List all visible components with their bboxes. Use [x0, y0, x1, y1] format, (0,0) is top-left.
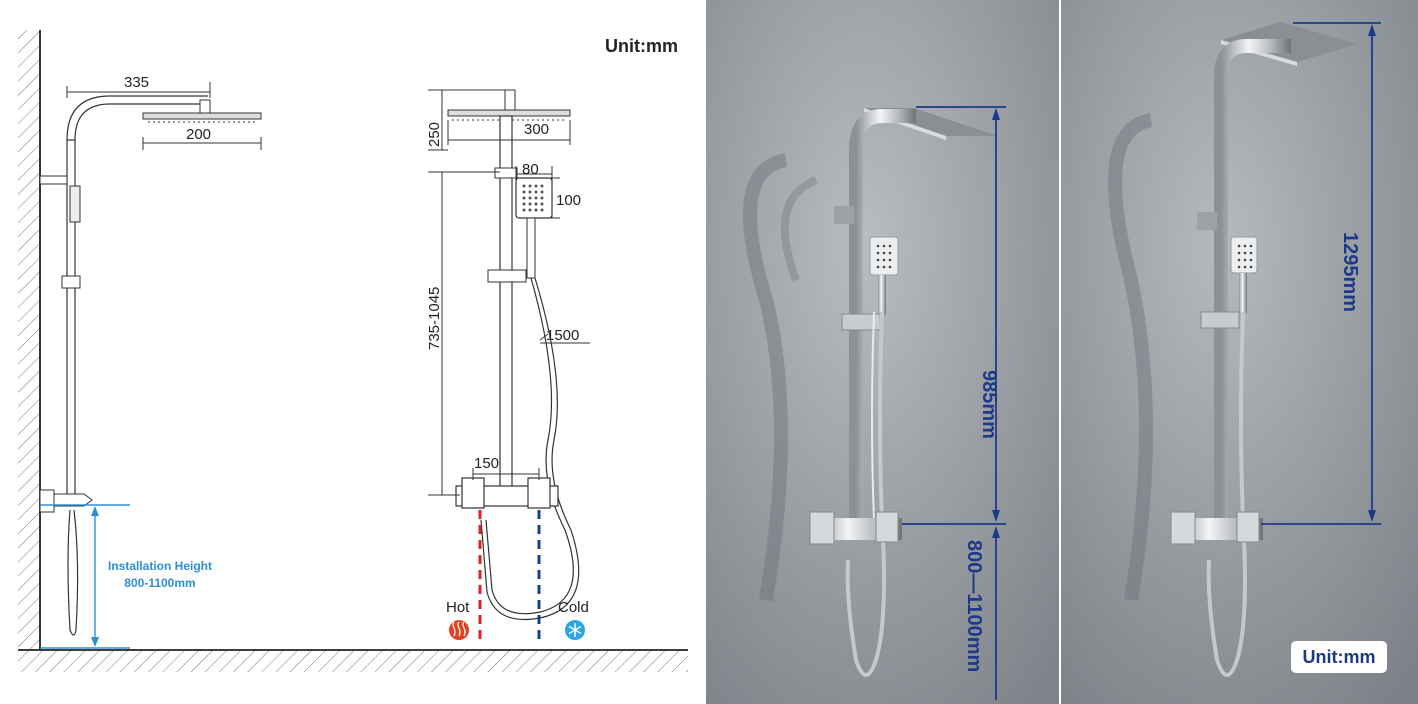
dim-head-width: 200 [186, 126, 211, 143]
photo-left-hand-shower [869, 236, 899, 315]
photo-left-height-label: 985mm [978, 370, 1000, 439]
front-view-shower [447, 89, 580, 621]
unit-label: Unit:mm [605, 36, 678, 56]
dim-slide-range: 735-1045 [426, 287, 443, 350]
photo-right-canvas: 1295mm [1061, 0, 1418, 704]
cold-icon [565, 620, 585, 640]
photo-right-arrowheads [1368, 24, 1376, 522]
photo-right-dimension-lines [1261, 22, 1381, 525]
cold-label: Cold [558, 599, 589, 616]
dim-arm-length: 335 [124, 74, 149, 91]
photo-left-arrowheads [992, 108, 1000, 538]
installation-height-note: Installation Height 800-1100mm [100, 558, 220, 592]
dim-hand-shower-height: 100 [556, 192, 581, 209]
photo-left-valve [809, 511, 902, 545]
hot-label: Hot [446, 599, 470, 616]
dim-head-size: 300 [524, 121, 549, 138]
installation-height-label: Installation Height [107, 559, 212, 573]
side-view-shower [39, 95, 262, 636]
technical-drawing: 335 200 [0, 0, 704, 704]
wall [18, 30, 41, 650]
front-view-dimensions [428, 89, 590, 496]
photo-right-valve [1170, 511, 1263, 545]
dim-hand-shower-width: 80 [522, 161, 539, 178]
photo-right-hand-shower [1230, 236, 1258, 313]
photo-unit-badge: Unit:mm [1291, 641, 1387, 673]
product-photo-right: 1295mm [1061, 0, 1418, 704]
photo-left-dimension-lines [902, 106, 1006, 700]
hot-icon [449, 620, 469, 640]
floor [18, 649, 688, 672]
photo-left-canvas: 985mm 800—1100mm [706, 0, 1059, 704]
side-view-dimensions [66, 82, 262, 150]
dim-hose-length: 1500 [546, 327, 579, 344]
supply-lines [478, 510, 541, 640]
dim-valve-center: 150 [474, 455, 499, 472]
photo-left-install-label: 800—1100mm [963, 540, 985, 672]
installation-height-arrow [40, 504, 130, 649]
photo-right-height-label: 1295mm [1339, 232, 1361, 312]
dim-head-height: 250 [426, 122, 443, 147]
installation-height-range: 800-1100mm [124, 576, 196, 590]
product-photo-left: 985mm 800—1100mm [706, 0, 1059, 704]
drawing-canvas: 335 200 [18, 30, 688, 672]
